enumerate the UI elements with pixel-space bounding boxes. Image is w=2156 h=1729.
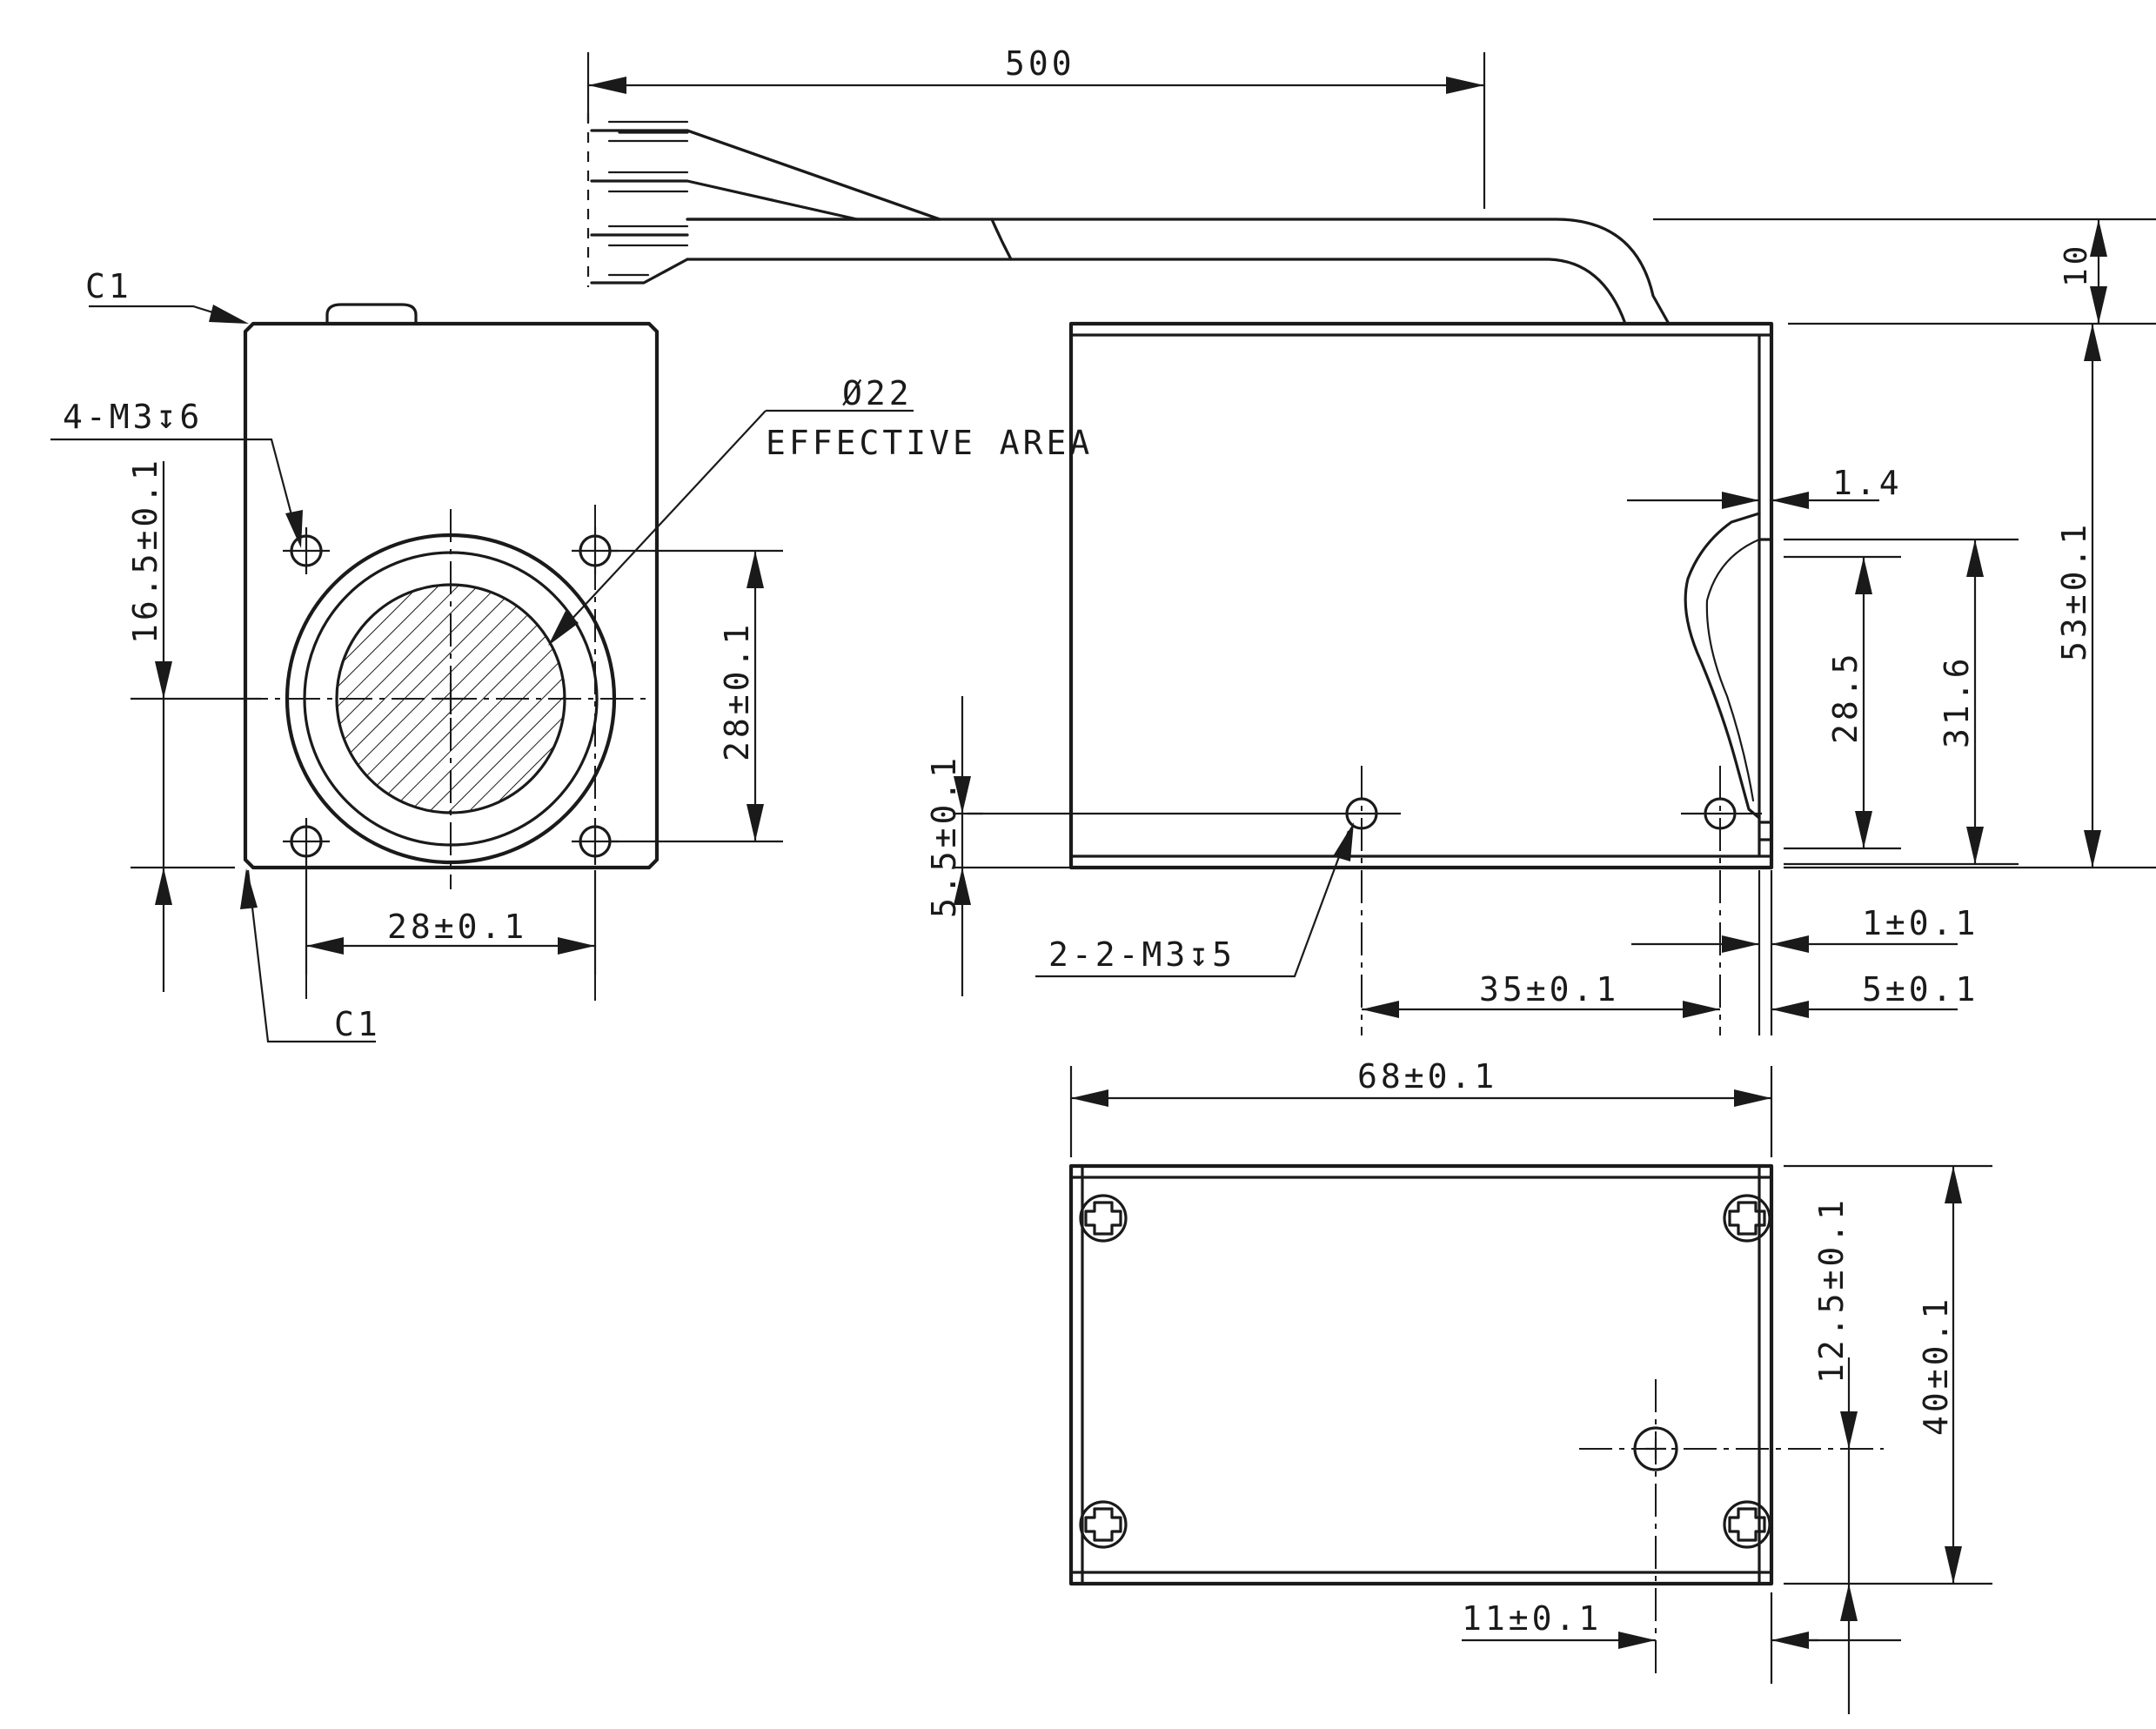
side-holes-label: 2-2-M3↧5 [1048,935,1235,974]
screw-bl [1079,1500,1128,1549]
dim-11-label: 11±0.1 [1462,1599,1602,1638]
wire-2 [590,179,859,221]
width-label: 40±0.1 [1917,1296,1955,1436]
side-body [1068,321,1774,870]
height-label: 53±0.1 [2055,521,2093,661]
cable-lower [686,258,1627,325]
screw-tl [1079,1194,1128,1243]
dim-28-5-label: 28.5 [1826,650,1865,744]
length-label: 68±0.1 [1357,1057,1497,1096]
diameter-label: Ø22 [842,374,913,412]
wire-4 [590,258,689,285]
sensor-cutaway [1684,512,1761,820]
bottom-body [1068,1163,1774,1586]
dim-1-4-label: 1.4 [1832,464,1903,502]
chamfer-top-label: C1 [85,267,132,305]
dim-5-5-label: 5.5±0.1 [925,754,963,918]
side-view: 500 10 53±0.1 31.6 28.5 1.4 5.5±0.1 2-2-… [586,44,2156,1157]
screw-br [1723,1500,1771,1549]
dim-16-5-label: 16.5±0.1 [126,457,164,644]
effective-area-label: EFFECTIVE AREA [766,424,1093,462]
dim-1-label: 1±0.1 [1862,904,1979,942]
dim-35-label: 35±0.1 [1479,970,1619,1009]
dim-31-6-label: 31.6 [1938,654,1976,748]
screw-tr [1723,1194,1771,1243]
wire-1 [590,129,941,221]
front-view: C1 C1 4-M3↧6 Ø22 EFFECTIVE AREA 16.5±0.1… [50,267,1093,1043]
dim-5-label: 5±0.1 [1862,970,1979,1009]
dim-28-v-label: 28±0.1 [718,621,756,761]
cable-upper [686,218,1671,325]
tapped-holes-label: 4-M3↧6 [63,398,203,436]
dim-28-h-label: 28±0.1 [387,908,527,946]
cable-length-label: 500 [1005,44,1075,83]
effective-area-hatch [337,585,565,813]
dim-12-5-label: 12.5±0.1 [1812,1196,1851,1384]
cable-boss [325,303,418,325]
chamfer-bottom-label: C1 [334,1005,381,1043]
front-body-outline [243,321,660,870]
bottom-view: 40±0.1 12.5±0.1 11±0.1 [1068,1163,1992,1714]
cable-height-label: 10 [2059,243,2094,287]
